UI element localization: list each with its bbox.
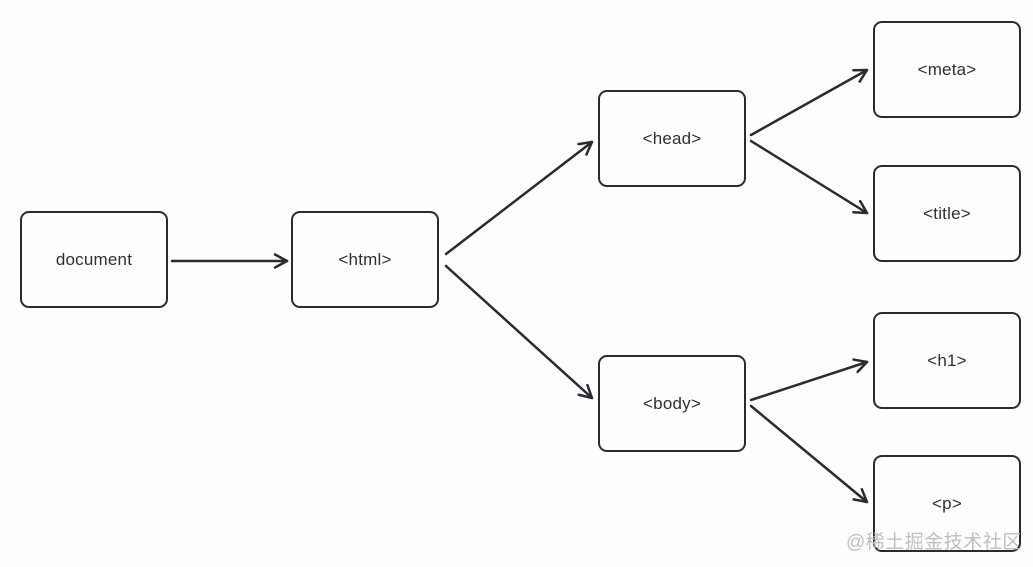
node-title-label: <title> [923, 203, 971, 223]
edge-html-head [444, 140, 594, 256]
node-html: <html> [291, 211, 439, 308]
edge-body-h1 [749, 358, 869, 402]
node-h1-label: <h1> [927, 350, 967, 370]
edge-body-p [749, 404, 869, 504]
node-p: <p> [873, 455, 1021, 552]
node-document-label: document [55, 249, 133, 269]
edge-head-meta [749, 68, 869, 137]
node-html-label: <html> [338, 249, 392, 269]
node-body: <body> [598, 355, 746, 452]
node-p-label: <p> [932, 493, 962, 513]
edge-head-title [749, 139, 869, 215]
edge-html-body [444, 264, 594, 400]
node-head: <head> [598, 90, 746, 187]
node-meta: <meta> [873, 21, 1021, 118]
node-head-label: <head> [642, 128, 702, 148]
node-meta-label: <meta> [917, 59, 977, 79]
node-h1: <h1> [873, 312, 1021, 409]
watermark: @稀土掘金技术社区 [846, 532, 1022, 553]
node-title: <title> [873, 165, 1021, 262]
node-document: document [20, 211, 168, 308]
node-body-label: <body> [643, 393, 701, 413]
